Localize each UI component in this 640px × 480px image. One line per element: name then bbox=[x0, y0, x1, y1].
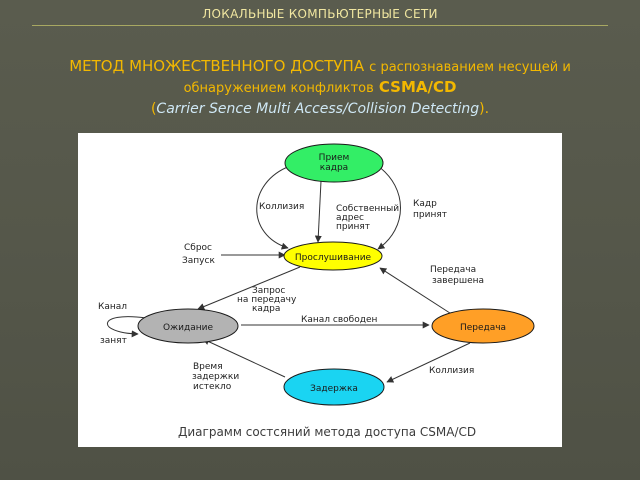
label-request-2: на передачу bbox=[237, 295, 297, 305]
subheading-close: ). bbox=[479, 101, 490, 117]
node-transmit-label: Передача bbox=[460, 323, 506, 333]
edge-listen-to-wait bbox=[197, 266, 301, 310]
edge-wait-self-loop bbox=[107, 316, 147, 338]
label-frame-received-1: Кадр bbox=[413, 199, 437, 209]
node-transmit bbox=[431, 308, 535, 344]
label-channel-busy-2: занят bbox=[100, 336, 127, 346]
edge-receive-to-listen-right bbox=[377, 165, 401, 250]
label-start: Запуск bbox=[182, 256, 215, 266]
node-delay-label: Задержка bbox=[310, 384, 358, 394]
label-timeout-2: задержки bbox=[192, 372, 239, 382]
node-receive-label-2: кадра bbox=[320, 163, 348, 173]
label-timeout-3: истекло bbox=[193, 382, 232, 392]
label-channel-busy-1: Канал bbox=[98, 302, 127, 312]
edge-receive-to-listen-left bbox=[256, 165, 291, 250]
label-own-address-1: Собственный bbox=[336, 204, 399, 214]
label-own-address-3: принят bbox=[336, 222, 370, 232]
diagram-caption: Диаграмм состсяний метода доступа CSMA/C… bbox=[178, 425, 476, 439]
label-tx-done-2: завершена bbox=[432, 276, 484, 286]
edge-transmit-to-delay bbox=[386, 342, 471, 383]
node-wait-label: Ожидание bbox=[163, 323, 214, 333]
label-request-3: кадра bbox=[252, 304, 280, 314]
label-request-1: Запрос bbox=[252, 286, 285, 296]
node-listen bbox=[283, 241, 383, 271]
node-receive-frame bbox=[284, 143, 384, 183]
heading-part2: с распознаванием несущей и bbox=[369, 60, 571, 75]
node-listen-label: Прослушивание bbox=[295, 253, 372, 263]
header-title: ЛОКАЛЬНЫЕ КОМПЬЮТЕРНЫЕ СЕТИ bbox=[202, 7, 438, 21]
edge-receive-to-listen-mid bbox=[314, 180, 322, 243]
label-frame-received-2: принят bbox=[413, 210, 447, 220]
edge-transmit-to-listen bbox=[379, 267, 454, 316]
label-tx-done-1: Передача bbox=[430, 265, 476, 275]
subheading-text: Carrier Sence Multi Access/Collision Det… bbox=[156, 101, 480, 117]
heading-part4: CSMA/CD bbox=[378, 78, 457, 96]
diagram-panel: Прием кадра Прослушивание Ожидание Перед… bbox=[78, 133, 562, 447]
state-diagram: Прием кадра Прослушивание Ожидание Перед… bbox=[98, 143, 535, 439]
label-channel-free: Канал свободен bbox=[301, 315, 377, 325]
label-collision-top: Коллизия bbox=[259, 202, 304, 212]
node-receive-label-1: Прием bbox=[319, 153, 350, 163]
label-own-address-2: адрес bbox=[336, 213, 364, 223]
label-timeout-1: Время bbox=[193, 362, 223, 372]
slide-heading: МЕТОД МНОЖЕСТВЕННОГО ДОСТУПА с распознав… bbox=[10, 56, 630, 98]
edge-delay-to-wait bbox=[202, 338, 286, 378]
heading-part1: МЕТОД МНОЖЕСТВЕННОГО ДОСТУПА bbox=[69, 57, 365, 75]
subheading-open: ( bbox=[150, 101, 157, 117]
node-delay bbox=[283, 368, 385, 406]
label-collision-bottom: Коллизия bbox=[429, 366, 474, 376]
header-rule bbox=[32, 25, 608, 26]
label-reset: Сброс bbox=[184, 243, 212, 253]
node-wait bbox=[137, 308, 239, 344]
slide-subheading: (Carrier Sence Multi Access/Collision De… bbox=[0, 101, 640, 117]
heading-part3: обнаружением конфликтов bbox=[183, 81, 374, 96]
